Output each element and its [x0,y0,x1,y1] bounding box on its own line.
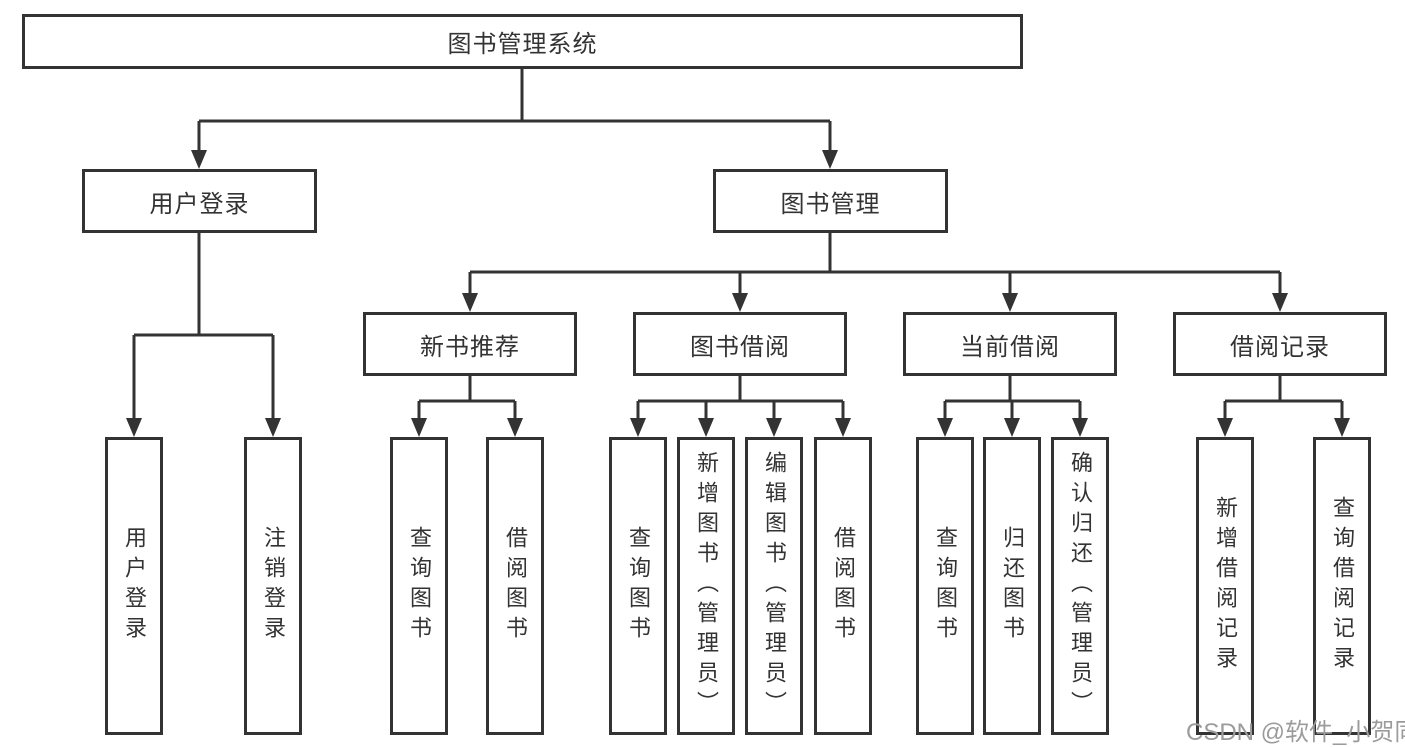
arrow-down-icon [265,418,281,437]
leaf-label: 用户登录 [122,526,147,646]
leaf-borrow-book-2: 借阅图书 [814,437,872,735]
node-borrow-records: 借阅记录 [1173,312,1387,376]
leaf-edit-book-admin: 编辑图书（管理员） [745,437,803,735]
watermark-text: CSDN @软件_小贺同学 [1186,719,1405,746]
leaf-label: 查询图书 [407,526,432,646]
leaf-logout: 注销登录 [244,437,302,735]
arrow-down-icon [411,418,427,437]
arrow-down-icon [126,418,142,437]
node-user-login: 用户登录 [82,169,317,233]
arrow-down-icon [1004,418,1020,437]
leaf-query-book-3: 查询图书 [916,437,974,735]
arrow-down-icon [766,418,782,437]
arrow-down-icon [507,418,523,437]
leaf-label: 归还图书 [1000,526,1025,646]
connector [468,233,1282,296]
arrow-down-icon [191,150,207,169]
leaf-add-book-admin: 新增图书（管理员） [677,437,735,735]
arrow-down-icon [698,418,714,437]
connector [1223,376,1344,421]
leaf-label: 查询借阅记录 [1330,496,1355,676]
arrow-down-icon [1217,418,1233,437]
leaf-confirm-return-admin: 确认归还（管理员） [1051,437,1109,735]
node-root: 图书管理系统 [22,14,1023,69]
leaf-query-book-1: 查询图书 [390,437,448,735]
leaf-return-book: 归还图书 [983,437,1041,735]
connector [943,376,1082,421]
leaf-label: 借阅图书 [503,526,528,646]
arrow-down-icon [822,150,838,169]
connector [417,376,517,421]
leaf-query-book-2: 查询图书 [609,437,667,735]
leaf-label: 查询图书 [626,526,651,646]
leaf-user-login: 用户登录 [105,437,163,735]
leaf-label: 新增借阅记录 [1213,496,1238,676]
node-new-book-rec: 新书推荐 [363,312,577,376]
arrow-down-icon [1272,293,1288,312]
arrow-down-icon [732,293,748,312]
leaf-label: 借阅图书 [831,526,856,646]
leaf-borrow-book-1: 借阅图书 [486,437,544,735]
leaf-label: 编辑图书（管理员） [762,451,787,721]
connector [197,68,832,153]
leaf-query-borrow-record: 查询借阅记录 [1313,437,1371,735]
leaf-label: 注销登录 [261,526,286,646]
arrow-down-icon [835,418,851,437]
arrow-down-icon [462,293,478,312]
connector [636,376,845,421]
arrow-down-icon [630,418,646,437]
arrow-down-icon [937,418,953,437]
leaf-label: 确认归还（管理员） [1068,451,1093,721]
node-current-borrow: 当前借阅 [903,312,1117,376]
arrow-down-icon [1072,418,1088,437]
leaf-add-borrow-record: 新增借阅记录 [1196,437,1254,735]
node-book-mgmt: 图书管理 [713,169,948,233]
leaf-label: 新增图书（管理员） [694,451,719,721]
connector [132,233,275,421]
leaf-label: 查询图书 [933,526,958,646]
node-book-borrow: 图书借阅 [633,312,847,376]
arrow-down-icon [1002,293,1018,312]
arrow-down-icon [1334,418,1350,437]
